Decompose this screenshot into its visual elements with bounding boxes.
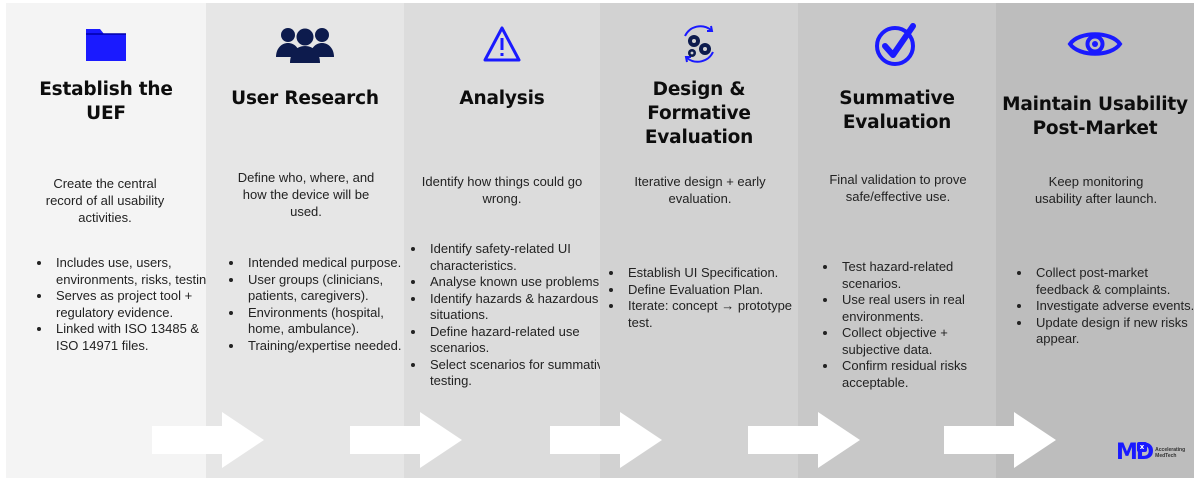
bullet-item: Use real users in real environments.: [838, 292, 1008, 325]
bullet-item: Includes use, users, environments, risks…: [52, 255, 220, 288]
arrow-right-icon: [550, 412, 662, 468]
bullet-item: Training/expertise needed.: [244, 338, 414, 355]
warning-icon: [404, 13, 600, 75]
logo-mark: MD x: [1116, 440, 1154, 465]
step-description: Iterative design + early evaluation.: [634, 174, 766, 206]
eye-icon: [996, 13, 1194, 75]
folder-icon: [6, 13, 206, 75]
step-bullets: Establish UI Specification. Define Evalu…: [606, 265, 812, 331]
bullet-item: Collect objective + subjective data.: [838, 325, 1008, 358]
step-description: Keep monitoring usability after launch.: [1034, 174, 1158, 206]
step-description: Define who, where, and how the device wi…: [237, 170, 375, 219]
bullet-item: Identify safety-related UI characteristi…: [426, 241, 612, 274]
arrow-right-icon: [944, 412, 1056, 468]
arrow-right-icon: [748, 412, 860, 468]
bullet-item: Analyse known use problems.: [426, 274, 612, 291]
step-analysis: Analysis Identify how things could go wr…: [404, 3, 611, 478]
bullet-item: Environments (hospital, home, ambulance)…: [244, 305, 414, 338]
bullet-item: Confirm residual risks acceptable.: [838, 358, 1008, 391]
check-circle-icon: [798, 13, 996, 75]
bullet-item: Iterate: concept → prototype → test.: [624, 298, 812, 331]
bullet-item: Update design if new risks appear.: [1032, 315, 1200, 348]
bullet-item: Intended medical purpose.: [244, 255, 414, 272]
step-bullets: Includes use, users, environments, risks…: [34, 255, 220, 354]
bullet-item: Identify hazards & hazardous situations.: [426, 291, 612, 324]
step-bullets: Test hazard-related scenarios. Use real …: [820, 259, 1008, 391]
bullet-item: Investigate adverse events.: [1032, 298, 1200, 315]
bullet-item: User groups (clinicians, patients, careg…: [244, 272, 414, 305]
bullet-item: Serves as project tool + regulatory evid…: [52, 288, 220, 321]
bullet-item: Collect post-market feedback & complaint…: [1032, 265, 1200, 298]
step-bullets: Collect post-market feedback & complaint…: [1014, 265, 1200, 348]
gears-cycle-icon: [600, 13, 798, 75]
bullet-item: Test hazard-related scenarios.: [838, 259, 1008, 292]
bullet-item: Select scenarios for summative testing.: [426, 357, 612, 390]
users-icon: [206, 13, 404, 75]
step-bullets: Intended medical purpose. User groups (c…: [226, 255, 414, 354]
bullet-item: Define hazard-related use scenarios.: [426, 324, 612, 357]
step-description: Identify how things could go wrong.: [421, 174, 583, 206]
bullet-item: Establish UI Specification.: [624, 265, 812, 282]
arrow-right-icon: [350, 412, 462, 468]
step-title: Analysis: [459, 88, 545, 109]
bullet-item: Define Evaluation Plan.: [624, 282, 812, 299]
step-description: Final validation to prove safe/effective…: [829, 172, 967, 204]
step-title: User Research: [231, 88, 379, 109]
step-description: Create the central record of all usabili…: [45, 176, 165, 225]
step-bullets: Identify safety-related UI characteristi…: [408, 241, 612, 390]
bullet-item: Linked with ISO 13485 & ISO 14971 files.: [52, 321, 220, 354]
step-user-research: User Research Define who, where, and how…: [206, 3, 404, 478]
arrow-right-icon: [152, 412, 264, 468]
